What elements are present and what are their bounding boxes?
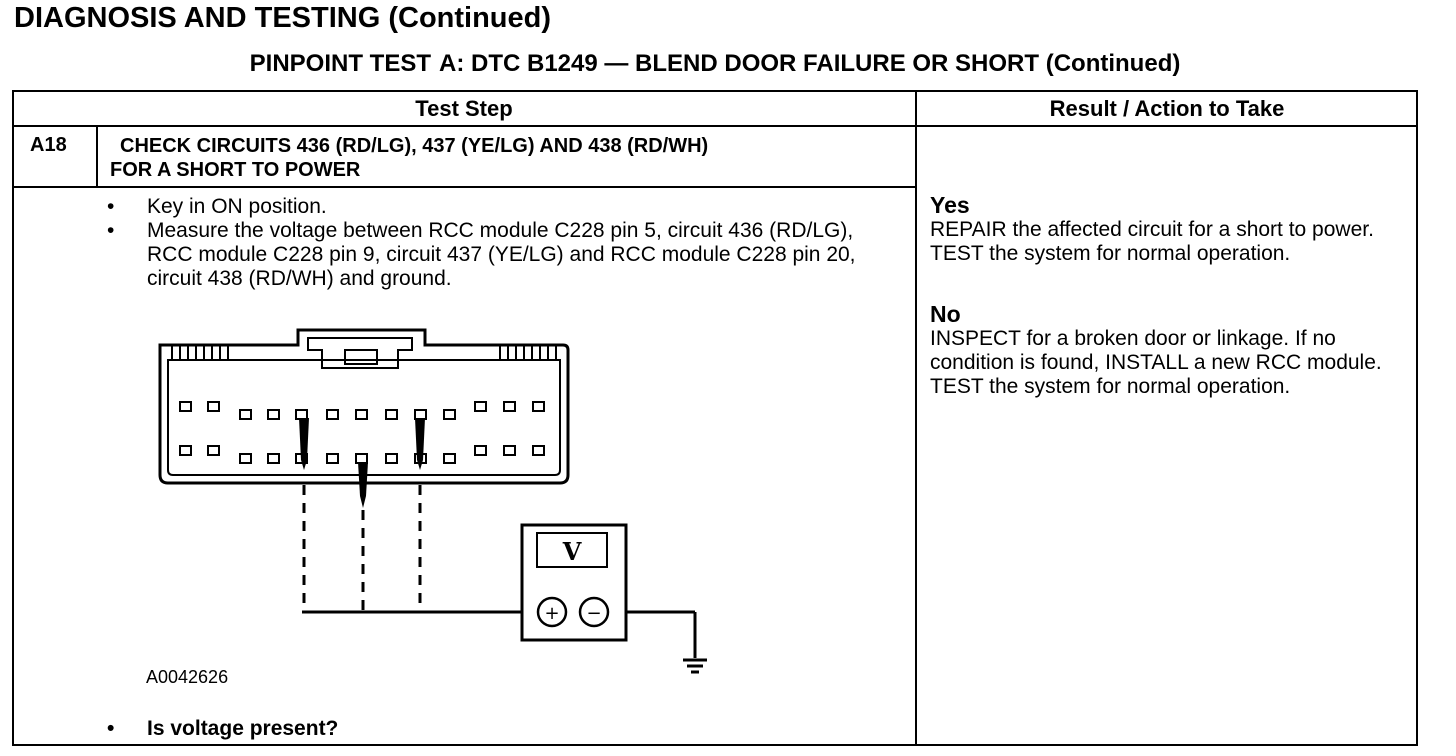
pin-cavity — [414, 409, 427, 420]
instruction-text: Measure the voltage between RCC module C… — [147, 219, 856, 290]
pin-cavity — [385, 453, 398, 464]
negative-terminal-label: − — [586, 603, 601, 624]
connector-pin-cavities — [179, 401, 545, 464]
test-table — [12, 90, 1418, 746]
step-id: A18 — [30, 134, 67, 156]
bullet-symbol: • — [107, 195, 115, 218]
pin-cavity — [355, 409, 368, 420]
bullet-symbol: • — [107, 717, 115, 740]
question-text: Is voltage present? — [147, 717, 339, 740]
voltmeter-symbol: V — [562, 537, 582, 566]
pin-cavity — [474, 445, 487, 456]
pin-cavity — [355, 453, 368, 464]
connector-outline — [158, 328, 570, 485]
figure-id: A0042626 — [146, 667, 229, 687]
pin-cavity — [474, 401, 487, 412]
pin-cavity — [207, 401, 220, 412]
bullet-symbol: • — [107, 219, 115, 242]
pin-cavity — [179, 401, 192, 412]
test-question: • Is voltage present? — [107, 717, 338, 741]
step-id-divider — [96, 125, 98, 187]
no-action: INSPECT for a broken door or linkage. If… — [930, 327, 1382, 398]
header-row-divider — [12, 125, 1418, 127]
column-header-result: Result / Action to Take — [1049, 96, 1285, 121]
pin-cavity — [443, 409, 456, 420]
yes-action: REPAIR the affected circuit for a short … — [930, 218, 1374, 265]
pin-cavity — [295, 409, 308, 420]
step-title: CHECK CIRCUITS 436 (RD/LG), 437 (YE/LG) … — [110, 134, 708, 182]
pin-cavity — [239, 409, 252, 420]
instruction-list: • Key in ON position. • Measure the voltag… — [107, 195, 897, 291]
pin-cavity — [532, 401, 545, 412]
column-divider — [915, 90, 917, 746]
meter-wiring — [302, 610, 707, 674]
pin-cavity — [267, 409, 280, 420]
pin-cavity — [532, 445, 545, 456]
pin-cavity — [207, 445, 220, 456]
step-title-divider — [12, 186, 916, 188]
pin-cavity — [239, 453, 252, 464]
probe-leads — [302, 485, 422, 610]
step-title-line-1: CHECK CIRCUITS 436 (RD/LG), 437 (YE/LG) … — [120, 135, 709, 157]
pin-cavity — [385, 409, 398, 420]
page-title: DIAGNOSIS AND TESTING (Continued) — [14, 2, 552, 34]
no-label: No — [930, 301, 961, 327]
result-yes: Yes REPAIR the affected circuit for a sh… — [930, 192, 1420, 266]
pin-cavity — [326, 409, 339, 420]
yes-label: Yes — [930, 192, 970, 218]
subtitle-rest: A: DTC B1249 — BLEND DOOR FAILURE OR SHO… — [439, 50, 1181, 77]
pinpoint-test-title: PINPOINT TEST A: DTC B1249 — BLEND DOOR F… — [0, 50, 1430, 78]
list-item: • Key in ON position. — [107, 195, 897, 219]
pin-cavity — [179, 445, 192, 456]
pin-cavity — [503, 445, 516, 456]
column-header-test-step: Test Step — [415, 96, 513, 121]
test-probes — [299, 418, 425, 508]
pin-cavity — [503, 401, 516, 412]
result-no: No INSPECT for a broken door or linkage.… — [930, 301, 1420, 399]
connector-latch-ribs — [171, 346, 557, 360]
step-title-line-2: FOR A SHORT TO POWER — [110, 159, 361, 181]
connector-measurement-diagram: V + − — [158, 328, 707, 674]
positive-terminal-label: + — [544, 603, 559, 624]
voltmeter: V + − — [520, 523, 628, 642]
subtitle-prefix: PINPOINT TEST — [249, 50, 431, 77]
list-item: • Measure the voltage between RCC module … — [107, 219, 897, 291]
instruction-text: Key in ON position. — [147, 195, 327, 218]
pin-cavity — [267, 453, 280, 464]
pin-cavity — [443, 453, 456, 464]
pin-cavity — [326, 453, 339, 464]
